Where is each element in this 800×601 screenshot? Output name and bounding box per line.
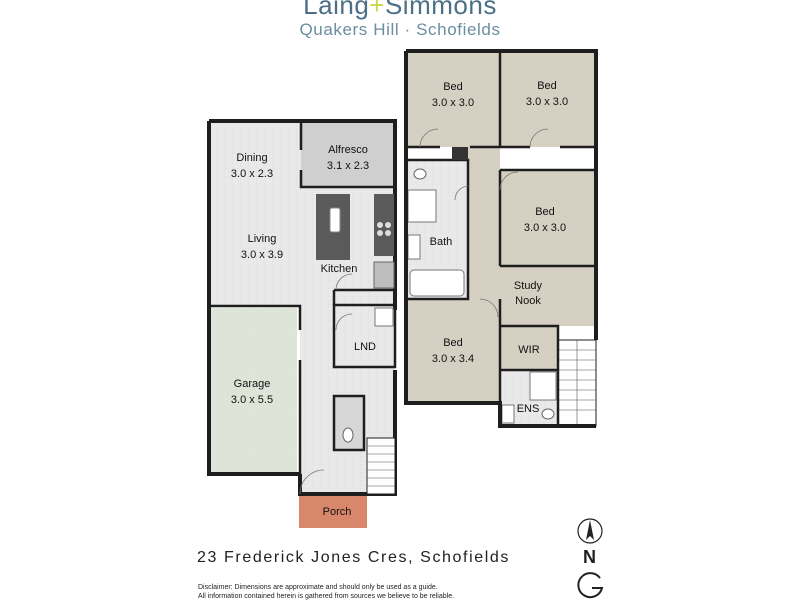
shower-icon [407,189,437,223]
room-labels: Dining 3.0 x 2.3 Alfresco 3.1 x 2.3 Livi… [231,80,568,518]
disclaimer-line-2: All information contained herein is gath… [198,593,455,600]
garage-label: Garage [234,378,271,390]
bed4-size: 3.0 x 3.4 [432,353,474,365]
bathtub-icon [409,269,465,297]
alfresco-wall [299,121,395,189]
wir-floor [500,326,558,370]
compass-icon [577,518,603,544]
garage-wall [209,304,302,474]
front-door [299,469,325,495]
ens-toilet-icon [541,408,555,420]
bath-label: Bath [430,236,453,248]
upper-floor [404,49,598,428]
kitchen-sink-icon [329,207,341,233]
lnd-label: LND [354,341,376,353]
living-label: Living [248,233,277,245]
brand-subtitle: Quakers Hill · Schofields [299,20,501,39]
dining-size: 3.0 x 2.3 [231,168,273,180]
laundry-room [332,303,397,369]
brand-plus-icon: + [369,0,385,20]
ens-shower-icon [529,371,557,401]
study-label: Study [514,280,543,292]
ens-label: ENS [517,403,540,415]
property-address: 23 Frederick Jones Cres, Schofields [197,549,510,566]
ground-floor [207,119,397,528]
kitchen-label: Kitchen [321,263,358,275]
porch-floor [299,494,367,528]
bed3-label: Bed [535,206,555,218]
ground-outer-wall [207,119,397,496]
bed1-floor [406,51,500,147]
living-size: 3.0 x 3.9 [241,249,283,261]
bed2-floor [500,51,596,147]
dining-label: Dining [236,152,267,164]
disclaimer: Disclaimer: Dimensions are approximate a… [198,583,454,601]
toilet-icon [342,427,354,443]
laundry-tub-icon [374,307,394,327]
brand-g-logo-icon [577,572,604,599]
disclaimer-line-1: Disclaimer: Dimensions are approximate a… [198,584,438,591]
bed1-label: Bed [443,81,463,93]
kitchen-bench [374,194,394,256]
alfresco-floor [301,121,395,187]
bed4-label: Bed [443,337,463,349]
vanity-icon [407,234,421,260]
study-label-2: Nook [515,295,541,307]
bed1-size: 3.0 x 3.0 [432,97,474,109]
brand-logo-text: Laing+Simmons [0,0,800,21]
brand-part2: Simmons [384,0,497,20]
porch-label: Porch [323,506,352,518]
linen-cupboard [452,147,468,160]
upper-interior-walls [406,51,596,426]
bed2-size: 3.0 x 3.0 [526,96,568,108]
ens-vanity-icon [501,404,515,424]
wir-label: WIR [518,344,539,356]
upper-toilet-icon [413,168,427,180]
brand-part1: Laing [303,0,370,20]
compass-north-label: N [583,547,596,567]
ground-stairs [366,437,396,495]
fridge-icon [373,261,395,289]
garage-size: 3.0 x 5.5 [231,394,273,406]
study-floor [468,266,596,326]
kitchen-wall [332,288,395,305]
upper-stairs [557,339,597,427]
bed3-size: 3.0 x 3.0 [524,222,566,234]
bed3-floor [500,170,596,266]
alfresco-size: 3.1 x 2.3 [327,160,369,172]
bed2-label: Bed [537,80,557,92]
alfresco-label: Alfresco [328,144,368,156]
garage-floor [209,308,297,474]
